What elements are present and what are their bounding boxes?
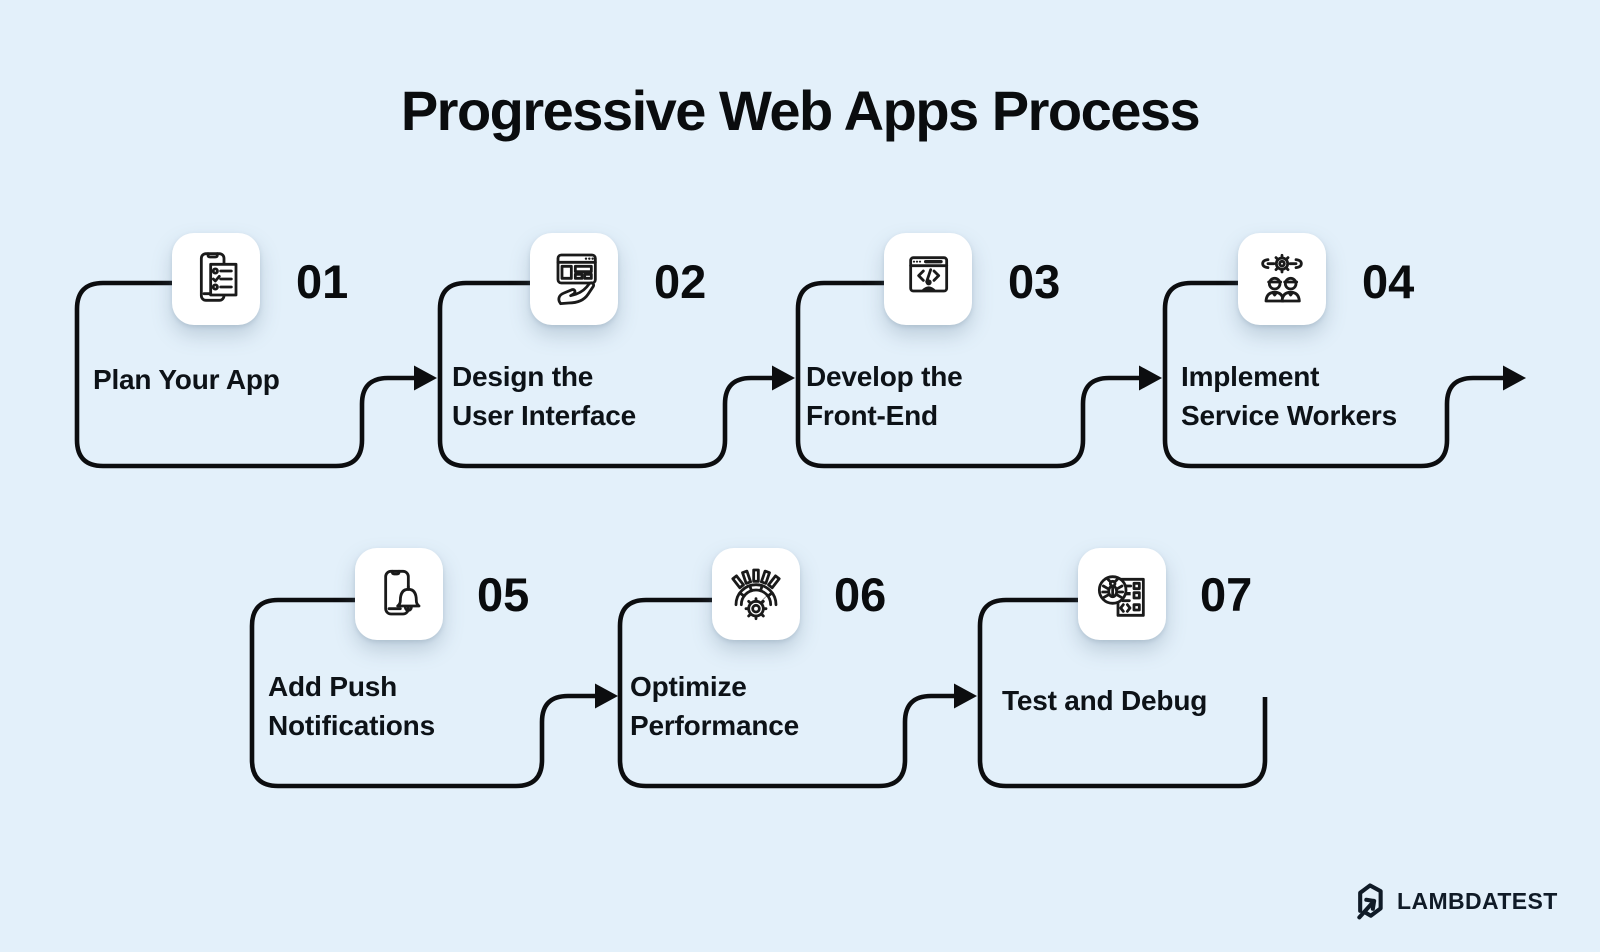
step-01-icon-card (172, 233, 260, 325)
step-07-label: Test and Debug (1002, 685, 1208, 716)
arrow-head-01 (414, 365, 437, 391)
step-04-number: 04 (1362, 255, 1415, 308)
step-01-outline (74, 280, 414, 469)
phone-checklist-icon (199, 252, 238, 302)
step-03-outline (795, 280, 1139, 469)
step-06-number: 06 (834, 568, 887, 621)
step-07-outline (977, 597, 1268, 789)
arrow-head-04 (1503, 365, 1526, 391)
step-07-number: 07 (1200, 568, 1253, 621)
arrow-head-06 (954, 683, 977, 709)
step-05-label: Add Push Notifications (268, 671, 435, 741)
page-title: Progressive Web Apps Process (400, 79, 1201, 142)
step-06-icon-card (712, 548, 800, 640)
step-04-outline (1162, 280, 1503, 469)
arrow-head-05 (595, 683, 618, 709)
step-04-label: Implement Service Workers (1181, 361, 1397, 431)
lambdatest-logo-text: LAMBDATEST (1397, 887, 1558, 914)
step-02-number: 02 (654, 255, 707, 308)
step-04-icon-card (1238, 233, 1326, 325)
step-05-outline (249, 597, 595, 789)
performance-gauge-gear-icon (731, 568, 781, 621)
phone-bell-icon (384, 569, 421, 616)
step-02-outline (437, 280, 772, 469)
step-05-number: 05 (477, 568, 530, 621)
arrow-head-03 (1139, 365, 1162, 391)
bug-magnifier-checklist-icon (1097, 575, 1145, 617)
step-06-outline (617, 597, 954, 789)
browser-code-person-icon (909, 256, 949, 293)
step-07-icon-card (1078, 548, 1166, 640)
step-03-icon-card (884, 233, 972, 325)
team-gear-wrench-icon (1261, 253, 1303, 303)
browser-hand-icon (556, 253, 597, 306)
lambdatest-logo: LAMBDATEST (1352, 880, 1562, 922)
step-02-icon-card (530, 233, 618, 325)
step-06-label: Optimize Performance (630, 671, 799, 741)
step-03-number: 03 (1008, 255, 1061, 308)
lambdatest-logo-mark-icon (1352, 881, 1388, 921)
step-05-icon-card (355, 548, 443, 640)
step-02-label: Design the User Interface (452, 361, 636, 431)
step-01-number: 01 (296, 255, 349, 308)
step-01-label: Plan Your App (93, 364, 280, 395)
arrow-head-02 (772, 365, 795, 391)
step-03-label: Develop the Front-End (806, 361, 963, 431)
